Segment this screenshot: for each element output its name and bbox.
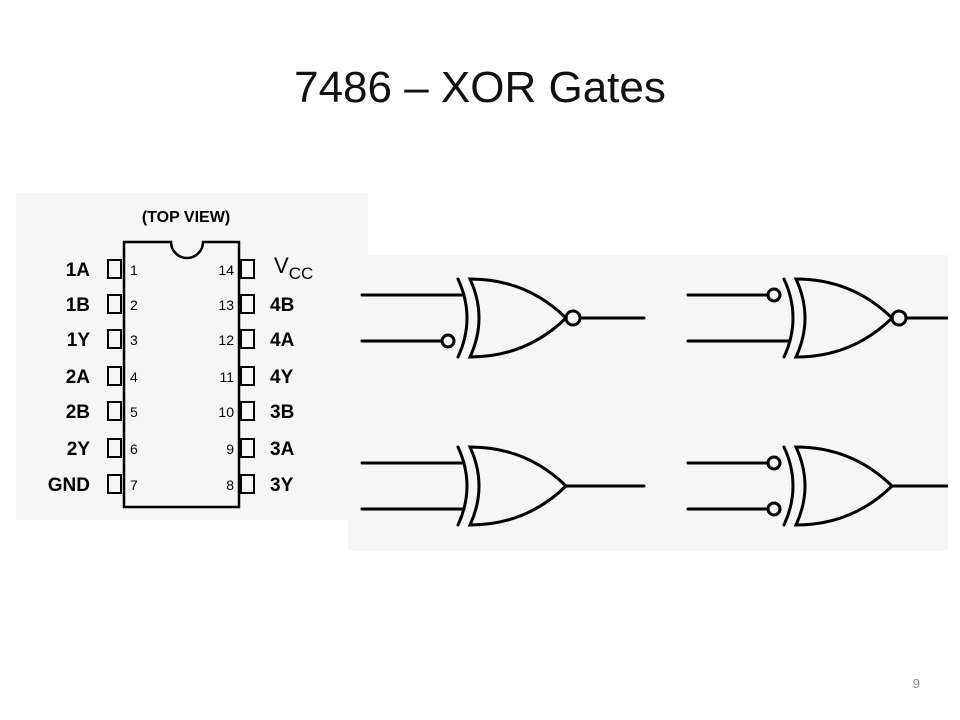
xor-input-curve (456, 277, 469, 359)
slide-title: 7486 – XOR Gates (294, 63, 666, 112)
pin-number-right: 12 (218, 332, 234, 348)
pin-number-left: 4 (130, 369, 138, 385)
page-number: 9 (912, 676, 920, 691)
pin-number-left: 3 (130, 332, 138, 348)
xor-gates-panel (348, 255, 948, 551)
pin-label-left: 1B (66, 295, 90, 316)
xor-input-curve (456, 445, 469, 527)
vcc-label: VCC (274, 253, 313, 283)
gates-svg (360, 277, 948, 527)
pin-label-left: 2Y (67, 439, 91, 460)
gate-body (793, 277, 895, 359)
top-view-label: (TOP VIEW) (142, 209, 230, 226)
chip-body (122, 240, 241, 509)
pin-5-pad (107, 401, 122, 421)
pin-number-left: 6 (130, 441, 138, 457)
pin-label-right: 3Y (270, 475, 294, 496)
pin-label-right: 4B (270, 295, 294, 316)
pin-number-right: 14 (218, 262, 234, 278)
gate-body (793, 445, 895, 527)
pin-number-right: 9 (226, 441, 234, 457)
pin-13-pad (240, 294, 255, 314)
xor-gate-symbol (686, 277, 948, 359)
pin-number-right: 11 (219, 369, 234, 385)
pin-number-left: 7 (130, 477, 138, 493)
right-pins: 14 4B 13 4A 12 4Y 11 3B 10 3A 9 3Y 8 (218, 259, 295, 496)
pin-10-pad (240, 401, 255, 421)
vcc-subscript: CC (289, 264, 314, 283)
gate-body (467, 277, 569, 359)
pin-label-right: 4Y (270, 367, 294, 388)
pin-label-left: GND (48, 475, 90, 496)
input-inversion-bubble (766, 287, 782, 303)
input-inversion-bubble (766, 455, 782, 471)
pin-label-right: 3A (270, 439, 295, 460)
pin-label-left: 1A (66, 260, 91, 281)
pin-label-left: 2A (66, 367, 91, 388)
pin-4-pad (107, 366, 122, 386)
pin-7-pad (107, 474, 122, 494)
pin-number-right: 8 (226, 477, 234, 493)
xor-gate-symbol (360, 277, 646, 359)
pin-3-pad (107, 329, 122, 349)
pin-12-pad (240, 329, 255, 349)
xor-input-curve (782, 277, 795, 359)
pin-11-pad (240, 366, 255, 386)
xor-gate-symbol (686, 445, 948, 527)
pin-8-pad (240, 474, 255, 494)
pin-6-pad (107, 438, 122, 458)
pin-2-pad (107, 294, 122, 314)
pin-number-right: 10 (218, 404, 234, 420)
pin-label-right: 3B (270, 402, 294, 423)
pin-number-left: 1 (130, 262, 138, 278)
xor-gate-symbol (360, 445, 646, 527)
pin-number-left: 5 (130, 404, 138, 420)
pin-9-pad (240, 438, 255, 458)
pin-number-right: 13 (218, 297, 234, 313)
input-inversion-bubble (766, 501, 782, 517)
xor-input-curve (782, 445, 795, 527)
pin-label-left: 1Y (67, 330, 91, 351)
pin-14-pad (240, 259, 255, 279)
pin-label-left: 2B (66, 402, 90, 423)
gate-body (467, 445, 569, 527)
pin-number-left: 2 (130, 297, 138, 313)
pin-1-pad (107, 259, 122, 279)
vcc-main: V (274, 253, 289, 278)
pin-label-right: 4A (270, 330, 295, 351)
input-inversion-bubble (440, 333, 456, 349)
